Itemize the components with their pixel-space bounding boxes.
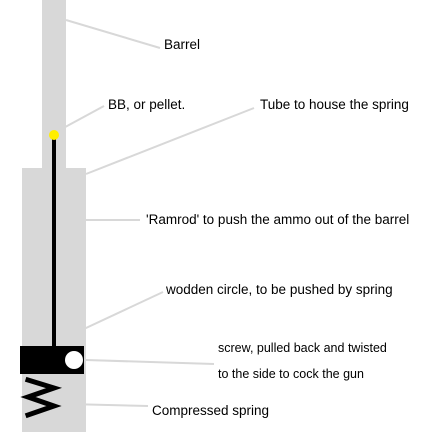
label-spring: Compressed spring: [152, 403, 270, 418]
label-ramrod: 'Ramrod' to push the ammo out of the bar…: [146, 212, 410, 227]
compressed-spring: [20, 376, 63, 419]
leader-line-spring: [67, 403, 149, 407]
label-bb-pellet: BB, or pellet.: [108, 97, 186, 112]
cocking-screw: [65, 351, 83, 369]
leader-line-tube: [85, 107, 255, 175]
leader-line-bb: [55, 105, 105, 133]
label-screw-line-2: to the side to cock the gun: [218, 367, 364, 381]
leader-line-wooden-circle: [55, 291, 164, 343]
leader-line-barrel: [65, 19, 161, 49]
leader-line-screw: [85, 359, 215, 365]
label-wooden-circle: wodden circle, to be pushed by spring: [166, 282, 393, 297]
label-tube: Tube to house the spring: [260, 97, 409, 112]
leader-lines: [55, 19, 255, 407]
label-screw-line-1: screw, pulled back and twisted: [218, 341, 387, 355]
label-barrel: Barrel: [164, 37, 201, 52]
bb-pellet: [49, 130, 59, 140]
